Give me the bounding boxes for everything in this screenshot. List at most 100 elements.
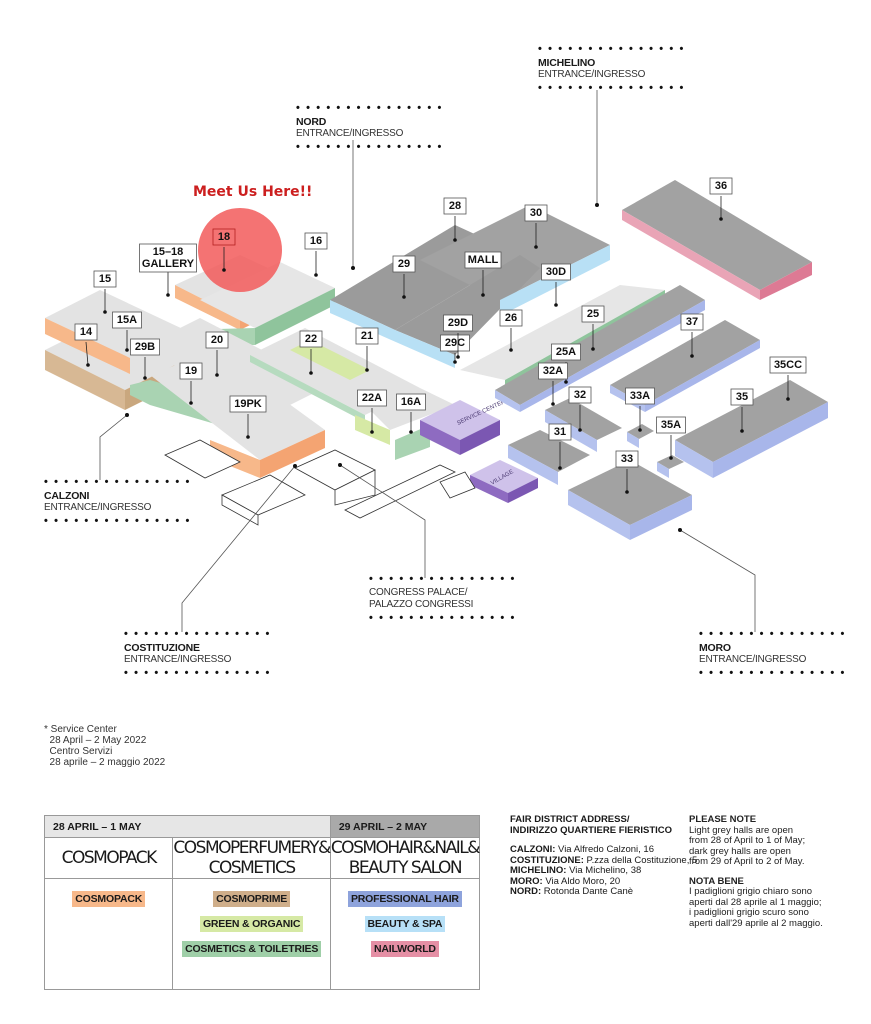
meet-us-highlight <box>198 208 282 292</box>
hall-marker[interactable]: 35 <box>730 388 754 433</box>
hall-label-box <box>581 305 605 323</box>
hall-label-box <box>299 330 323 348</box>
hall-label-18: 18 <box>218 231 230 243</box>
hair-nail-categories: PROFESSIONAL HAIR BEAUTY & SPA NAILWORLD <box>329 878 481 990</box>
hall-36-block[interactable] <box>622 180 812 300</box>
hall-marker[interactable]: 22A <box>357 389 387 434</box>
hall-location-dot <box>370 430 374 434</box>
hall-marker[interactable]: 36 <box>709 177 733 221</box>
hall-label-box <box>656 416 686 434</box>
hall-marker[interactable]: 19 <box>179 362 203 405</box>
period-2-header: 29 APRIL – 2 MAY <box>329 815 481 838</box>
hall-location-dot <box>189 401 193 405</box>
hall-marker[interactable]: 29 <box>392 255 416 299</box>
hall-location-dot <box>166 293 170 297</box>
hall-marker[interactable]: 26 <box>499 309 523 352</box>
tag-beauty-spa: BEAUTY & SPA <box>364 916 446 932</box>
entrance-moro[interactable]: • • • • • • • • • • • • • • • MORO ENTRA… <box>699 628 846 679</box>
perfumery-categories: COSMOPRIME GREEN & ORGANIC COSMETICS & T… <box>172 878 331 990</box>
hall-label-33: 33 <box>621 453 633 465</box>
hall-location-dot <box>314 273 318 277</box>
hall-label-19: 19 <box>185 365 197 377</box>
hall-marker[interactable]: 29C <box>440 334 470 364</box>
hall-label-box <box>464 251 502 269</box>
tag-cosmopack: COSMOPACK <box>72 891 146 907</box>
congress-palace-label[interactable]: • • • • • • • • • • • • • • • CONGRESS P… <box>369 573 516 624</box>
hall-marker[interactable]: 16 <box>304 232 328 277</box>
hall-marker[interactable]: 29D <box>443 314 473 359</box>
hall-label-36: 36 <box>715 180 727 192</box>
hall-marker[interactable]: 19PK <box>229 395 267 439</box>
entrance-calzoni[interactable]: • • • • • • • • • • • • • • • CALZONI EN… <box>44 476 191 527</box>
hall-marker[interactable]: 16A <box>396 393 426 434</box>
hall-label-box <box>524 204 548 222</box>
hall-marker[interactable]: 33A <box>625 387 655 432</box>
hall-label-box <box>355 327 379 345</box>
hall-location-dot <box>578 428 582 432</box>
hall-marker[interactable]: MALL <box>464 251 502 297</box>
hall-marker[interactable]: 30 <box>524 204 548 249</box>
hall-marker[interactable]: 25A <box>551 343 581 384</box>
village-building[interactable]: VILLAGE <box>470 460 538 503</box>
hall-label-15-18-gallery: 15–18 <box>153 246 184 258</box>
congress-palace-building[interactable] <box>164 439 476 526</box>
hall-marker[interactable]: 35A <box>656 416 686 460</box>
hall-label-37: 37 <box>686 316 698 328</box>
hall-28-29-30-block[interactable] <box>330 205 610 368</box>
address-row: COSTITUZIONE: P.zza della Costituzione, … <box>510 854 698 866</box>
hall-marker[interactable]: 33 <box>615 450 639 494</box>
hall-marker[interactable]: 28 <box>443 197 467 242</box>
hall-label-35cc: 35CC <box>774 359 802 371</box>
hall-marker[interactable]: 32 <box>568 386 592 432</box>
hall-location-dot <box>786 397 790 401</box>
hall-location-dot <box>309 371 313 375</box>
hall-marker[interactable]: 15 <box>93 270 117 314</box>
hall-marker[interactable]: 22 <box>299 330 323 375</box>
hall-35-block[interactable] <box>627 380 828 478</box>
hall-label-33a: 33A <box>630 390 650 402</box>
hall-33-block[interactable] <box>568 460 692 540</box>
entrance-nord[interactable]: • • • • • • • • • • • • • • • NORD ENTRA… <box>296 102 443 153</box>
hall-marker[interactable]: 21 <box>355 327 379 372</box>
hall-marker[interactable]: 18 <box>212 228 236 272</box>
hall-label-25a: 25A <box>556 346 576 358</box>
hall-label-box <box>443 197 467 215</box>
hall-marker[interactable]: 20 <box>205 331 229 377</box>
hall-label-31: 31 <box>554 426 566 438</box>
hall-label-box <box>205 331 229 349</box>
hall-label-box <box>443 314 473 332</box>
hall-label-box <box>625 387 655 405</box>
hall-label-14: 14 <box>80 326 93 338</box>
hall-label-26: 26 <box>505 312 517 324</box>
hall-marker[interactable]: 15A <box>112 311 142 352</box>
hall-label-box <box>304 232 328 250</box>
hall-location-dot <box>591 347 595 351</box>
hall-location-dot <box>456 355 460 359</box>
hall-location-dot <box>246 435 250 439</box>
hall-location-dot <box>690 354 694 358</box>
entrance-costituzione[interactable]: • • • • • • • • • • • • • • • COSTITUZIO… <box>124 628 271 679</box>
hall-label-box <box>392 255 416 273</box>
hall-label-box <box>212 228 236 246</box>
hall-label-box <box>74 323 98 341</box>
hall-marker[interactable]: 30D <box>541 263 571 307</box>
hall-location-dot <box>481 293 485 297</box>
hall-label-32: 32 <box>574 389 586 401</box>
hall-marker[interactable]: 32A <box>538 362 568 406</box>
hall-location-dot <box>669 456 673 460</box>
hall-location-dot <box>143 376 147 380</box>
hall-marker[interactable]: 31 <box>548 423 572 470</box>
hall-label-box <box>615 450 639 468</box>
hall-marker[interactable]: 14 <box>74 323 98 367</box>
period-1-header: 28 APRIL – 1 MAY <box>44 815 331 838</box>
cosmopack-categories: COSMOPACK <box>43 878 174 990</box>
hall-marker[interactable]: 29B <box>130 338 160 380</box>
hall-marker[interactable]: 35CC <box>769 356 807 401</box>
cosmopack-logo: COSMOPACK <box>43 837 174 879</box>
hall-marker[interactable]: 25 <box>581 305 605 351</box>
entrance-michelino[interactable]: • • • • • • • • • • • • • • • MICHELINO … <box>538 43 685 94</box>
hall-label-35: 35 <box>736 391 748 403</box>
hall-marker[interactable]: 37 <box>680 313 704 358</box>
cosmo-perfumery-logo: COSMOPERFUMERY&COSMETICS <box>172 837 331 879</box>
